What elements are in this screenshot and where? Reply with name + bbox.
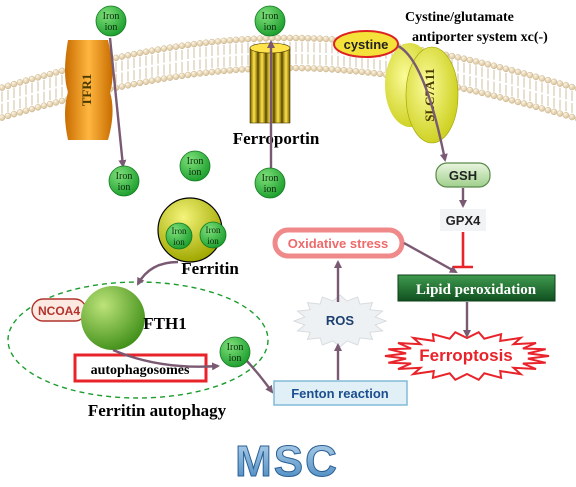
- gsh-label: GSH: [449, 168, 477, 183]
- iron-ion-label: Iron: [262, 173, 279, 184]
- gpx4-inhibition: [453, 232, 473, 269]
- iron-ion-label: ion: [189, 167, 202, 178]
- tfr1-label: TFR1: [79, 74, 94, 107]
- iron-ion-label: Iron: [116, 171, 133, 182]
- ros-label: ROS: [326, 313, 355, 328]
- antiporter-title-line2: antiporter system xc(-): [412, 30, 548, 45]
- ferroptosis-node: Ferroptosis: [384, 330, 550, 382]
- iron-ions: IronionIronionIronionIronionIronionIroni…: [95, 5, 286, 368]
- iron-ion-label: Iron: [206, 225, 221, 235]
- arrow-cystine-to-gsh: [397, 44, 448, 162]
- iron-ion-label: ion: [207, 236, 219, 246]
- ncoa4-node: NCOA4: [31, 298, 87, 322]
- arrow-tfr1-import: [108, 37, 127, 168]
- iron-ion-label: Iron: [172, 226, 187, 236]
- ferritin-label: Ferritin: [181, 259, 239, 278]
- iron-ion-label: ion: [118, 182, 131, 193]
- iron-ion-label: Iron: [262, 11, 279, 22]
- iron-ion-label: ion: [229, 353, 242, 364]
- gsh-node: GSH: [435, 162, 491, 188]
- antiporter-title-line1: Cystine/glutamate: [405, 10, 514, 25]
- iron-ion-label: ion: [105, 22, 118, 33]
- iron-ion-label: Iron: [227, 342, 244, 353]
- iron-ion-label: ion: [264, 22, 277, 33]
- oxidative-stress-node: Oxidative stress: [272, 227, 405, 259]
- arrow-iron-to-fenton: [245, 359, 274, 394]
- iron-ion-label: Iron: [187, 156, 204, 167]
- autophagosomes-label: autophagosomes: [91, 363, 190, 378]
- lipid-peroxidation-node: Lipid peroxidation: [397, 274, 556, 302]
- pathway-arrows: [108, 37, 471, 394]
- fenton-reaction-node: Fenton reaction: [273, 380, 408, 406]
- ferroptosis-label: Ferroptosis: [419, 346, 513, 365]
- lipid-peroxidation-label: Lipid peroxidation: [416, 282, 537, 298]
- ros-node: ROS: [292, 294, 388, 348]
- arrow-oxidative-to-lipid: [403, 241, 458, 274]
- cystine-label: cystine: [344, 37, 389, 52]
- gpx4-label: GPX4: [446, 213, 481, 228]
- ferroportin-label: Ferroportin: [233, 129, 320, 148]
- gpx4-node: GPX4: [440, 209, 486, 231]
- ncoa4-label: NCOA4: [38, 304, 80, 318]
- iron-ion-label: ion: [264, 184, 277, 195]
- fth1-label: FTH1: [143, 314, 186, 333]
- arrow-fth1-to-iron: [112, 348, 220, 371]
- msc-label: MSC: [235, 437, 339, 486]
- fth1-protein: [81, 286, 145, 350]
- slc7a11-transporter: SLC7A11: [385, 43, 459, 144]
- fenton-reaction-label: Fenton reaction: [291, 386, 389, 401]
- tfr1-receptor: TFR1: [65, 40, 113, 140]
- arrow-ferritin-to-fth1: [136, 260, 179, 286]
- ferritin-autophagy-label: Ferritin autophagy: [88, 401, 227, 420]
- cystine-node: cystine: [333, 30, 399, 58]
- iron-ion-label: Iron: [103, 11, 120, 22]
- iron-ion-label: ion: [173, 237, 185, 247]
- oxidative-stress-label: Oxidative stress: [288, 236, 388, 251]
